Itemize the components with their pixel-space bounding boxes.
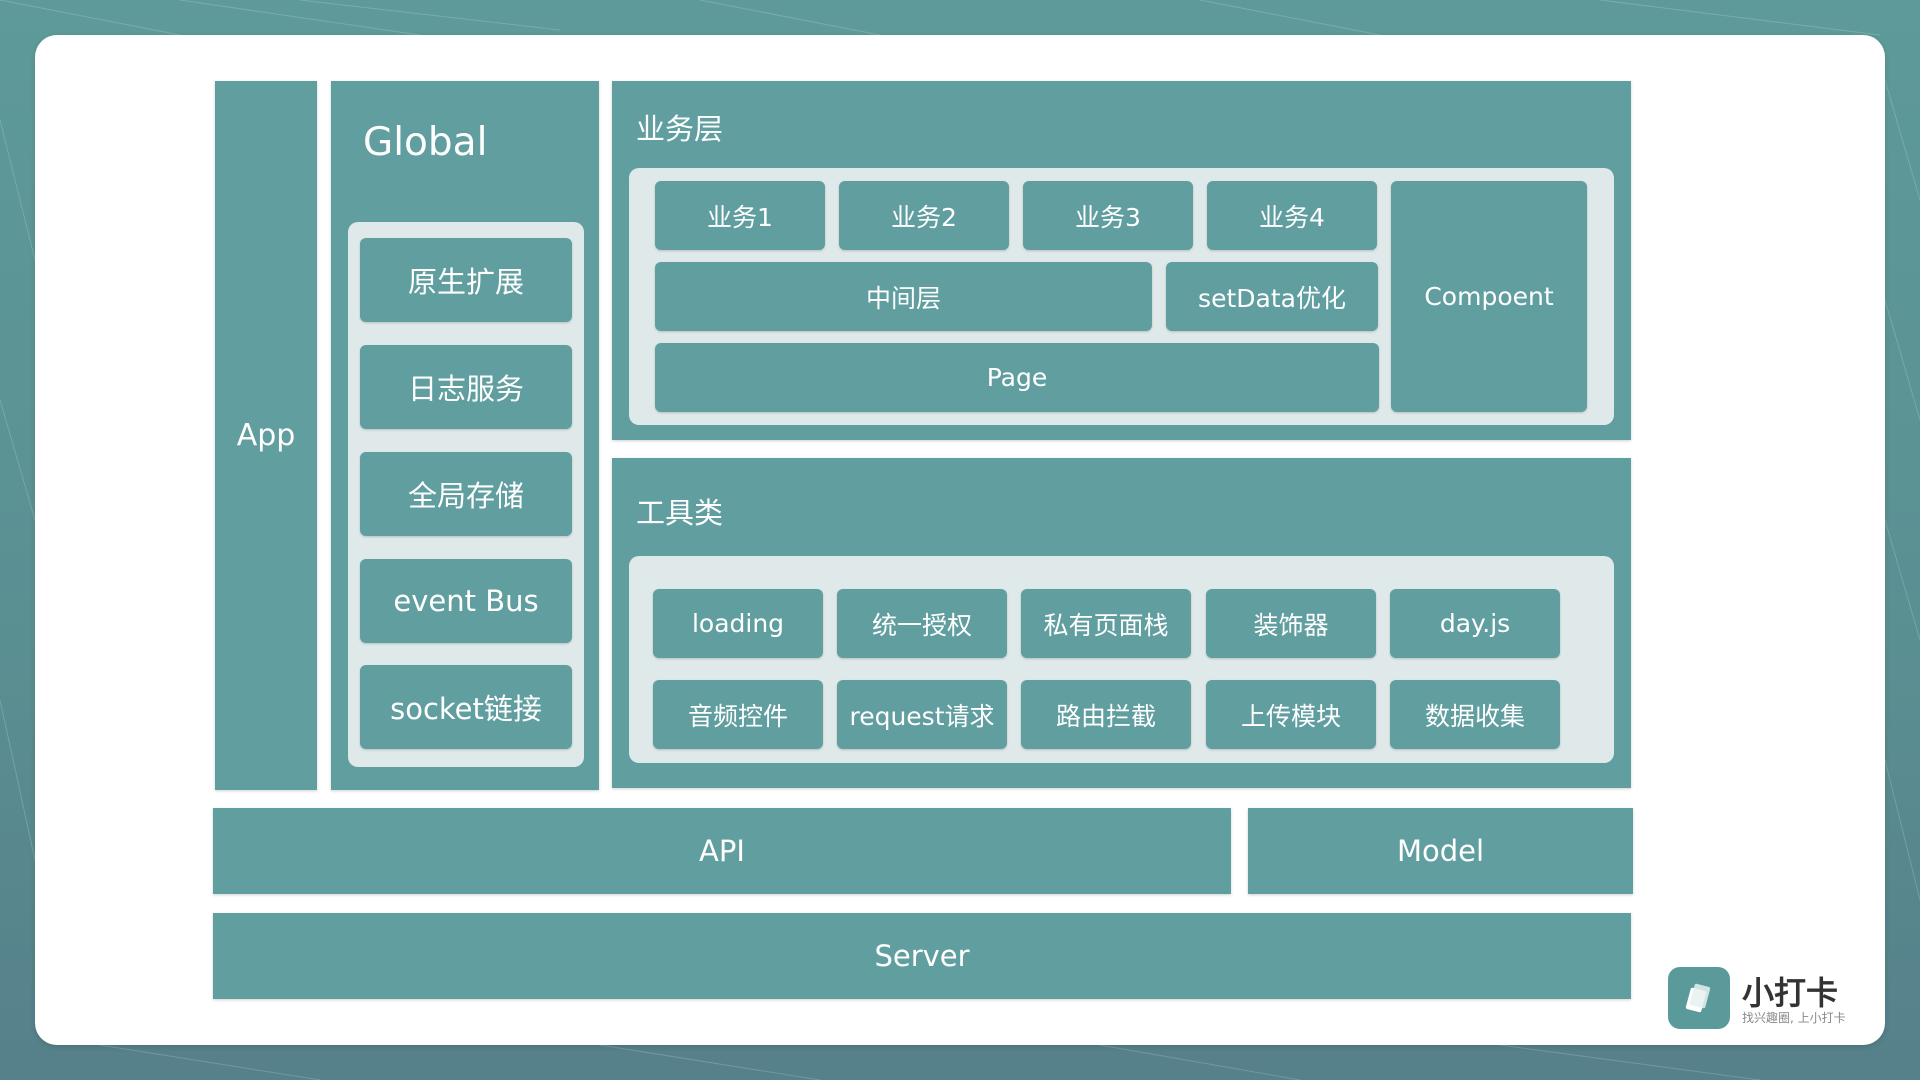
global-item-global-storage: 全局存储 [360,452,572,536]
model-label: Model [1396,834,1485,868]
api-label: API [699,834,745,868]
tool-loading: loading [653,589,823,658]
tool-data-collection: 数据收集 [1390,680,1560,749]
app-label: App [236,418,296,453]
business-item-4: 业务4 [1207,181,1377,250]
server-label: Server [874,939,970,973]
tool-decorator: 装饰器 [1206,589,1376,658]
model-bar: Model [1248,808,1633,894]
api-bar: API [213,808,1231,894]
card-icon [1685,983,1711,1013]
global-item-event-bus: event Bus [360,559,572,643]
global-item-log-service: 日志服务 [360,345,572,429]
business-item-3: 业务3 [1023,181,1193,250]
tool-audio-control: 音频控件 [653,680,823,749]
app-column: App [215,81,317,790]
tool-dayjs: day.js [1390,589,1560,658]
brand-slogan: 找兴趣圈, 上小打卡 [1742,1011,1846,1025]
tool-request: request请求 [837,680,1007,749]
tool-route-intercept: 路由拦截 [1021,680,1191,749]
middle-layer-box: 中间层 [655,262,1152,331]
brand-logo-icon [1668,967,1730,1029]
setdata-optimization-box: setData优化 [1166,262,1378,331]
tools-title: 工具类 [636,496,724,530]
business-item-1: 业务1 [655,181,825,250]
global-item-socket-link: socket链接 [360,665,572,749]
brand-name: 小打卡 [1742,974,1839,1012]
tool-unified-auth: 统一授权 [837,589,1007,658]
business-item-2: 业务2 [839,181,1009,250]
global-item-native-extension: 原生扩展 [360,238,572,322]
tool-upload-module: 上传模块 [1206,680,1376,749]
business-layer-title: 业务层 [636,112,724,146]
global-title: Global [363,120,488,165]
component-box: Compoent [1391,181,1587,412]
tool-private-page-stack: 私有页面栈 [1021,589,1191,658]
server-bar: Server [213,913,1631,999]
page-box: Page [655,343,1379,412]
